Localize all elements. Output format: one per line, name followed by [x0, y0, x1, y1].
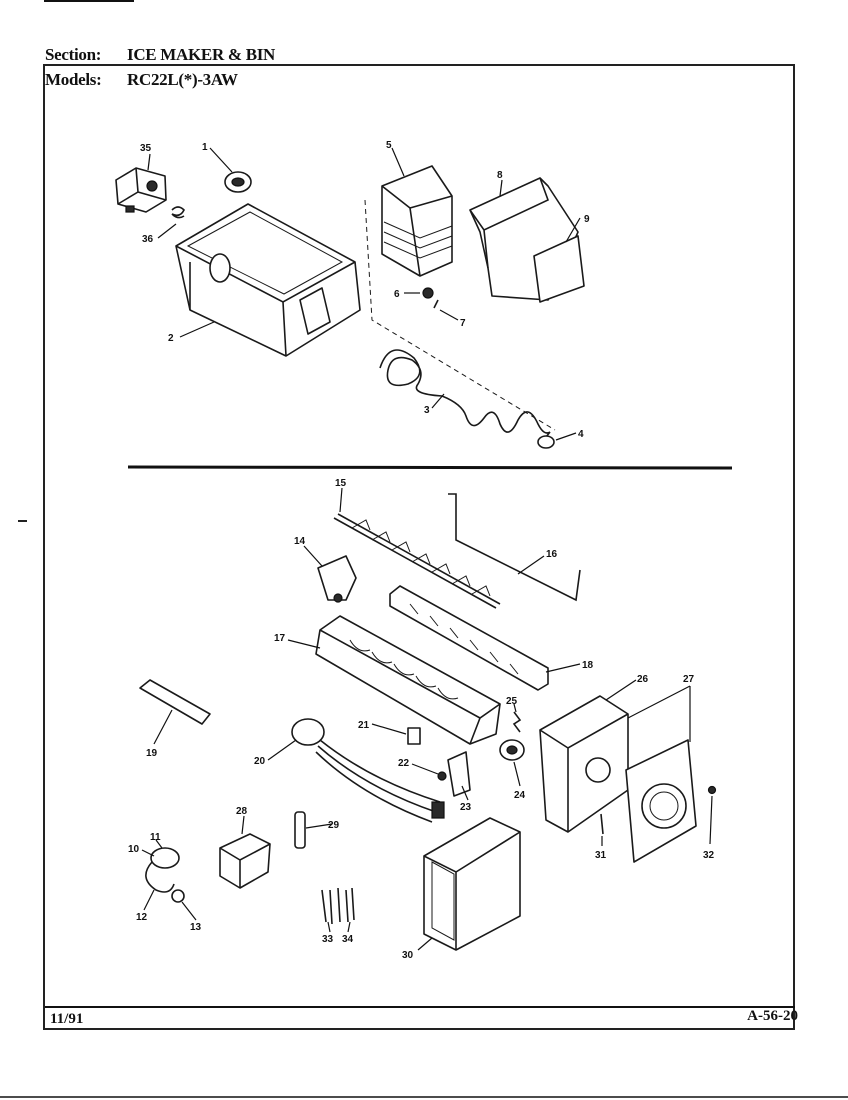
- callout-leaders: [141, 147, 713, 951]
- callout-13: 13: [190, 922, 202, 933]
- callout-1: 1: [202, 142, 208, 153]
- section-divider: [127, 465, 733, 470]
- callout-29: 29: [328, 820, 340, 831]
- part-9-door-flap: [533, 235, 585, 303]
- part-6-grommet: [422, 287, 434, 299]
- part-25-spring: [512, 711, 522, 733]
- part-26-control-housing: [539, 695, 629, 833]
- callout-4: 4: [578, 429, 584, 440]
- part-11-thermostat: [145, 847, 180, 893]
- models-label: Models:: [45, 70, 102, 89]
- callout-34: 34: [342, 934, 354, 945]
- part-5-ice-chute: [381, 165, 453, 277]
- callout-27: 27: [683, 674, 695, 685]
- callout-26: 26: [637, 674, 649, 685]
- callout-labels: 35 1 36 2 5 8 9 6 7 3 4 15 16 14 17 18 1…: [128, 140, 715, 961]
- callout-36: 36: [142, 234, 154, 245]
- callout-14: 14: [294, 536, 306, 547]
- models-value: RC22L(*)-3AW: [127, 70, 238, 89]
- part-1-drive-coupling: [224, 171, 252, 193]
- callout-35: 35: [140, 143, 152, 154]
- callout-32: 32: [703, 850, 715, 861]
- part-35-auger-motor: [115, 167, 167, 213]
- part-33-screws: [321, 887, 341, 925]
- part-13-terminal: [171, 889, 185, 903]
- callout-20: 20: [254, 756, 266, 767]
- callout-30: 30: [402, 950, 414, 961]
- callout-25: 25: [506, 696, 518, 707]
- callout-23: 23: [460, 802, 472, 813]
- part-20-wire-harness: [291, 718, 445, 823]
- part-31-screw: [600, 813, 604, 835]
- models-header: Models: RC22L(*)-3AW: [45, 70, 238, 90]
- part-23-mount-bracket: [447, 751, 471, 797]
- chute-guide-line: [364, 199, 556, 431]
- part-4-heater-connector: [537, 435, 555, 449]
- callout-16: 16: [546, 549, 558, 560]
- part-27-cover-plate: [625, 739, 697, 863]
- part-34-screws: [345, 887, 355, 923]
- part-29-fuse: [294, 811, 306, 849]
- callout-3: 3: [424, 405, 430, 416]
- callout-31: 31: [595, 850, 607, 861]
- callout-2: 2: [168, 333, 174, 344]
- section-header: Section: ICE MAKER & BIN: [45, 45, 275, 65]
- callout-22: 22: [398, 758, 410, 769]
- callout-10: 10: [128, 844, 140, 855]
- callout-9: 9: [584, 214, 590, 225]
- part-18-stripper: [389, 585, 549, 691]
- callout-15: 15: [335, 478, 347, 489]
- part-2-ice-bin: [175, 203, 361, 357]
- callout-33: 33: [322, 934, 334, 945]
- part-32-screw: [707, 785, 717, 795]
- top-rule: [44, 0, 134, 2]
- callout-17: 17: [274, 633, 286, 644]
- part-3-heater-wire: [379, 349, 551, 443]
- part-7-screw: [433, 299, 439, 309]
- part-28-water-valve: [219, 833, 271, 889]
- callout-5: 5: [386, 140, 392, 151]
- section-title: ICE MAKER & BIN: [127, 45, 276, 64]
- part-15-ejector: [333, 513, 501, 609]
- part-16-shutoff-arm: [448, 493, 581, 602]
- part-17-ice-mold: [315, 615, 501, 745]
- part-22-screw: [437, 771, 447, 781]
- section-label: Section:: [45, 45, 102, 64]
- part-36-clip: [171, 206, 185, 219]
- footer-page-code: A-56-20: [747, 1008, 798, 1024]
- part-21-insulator: [407, 727, 421, 745]
- margin-dash: [18, 520, 27, 522]
- callout-6: 6: [394, 289, 400, 300]
- callout-21: 21: [358, 720, 370, 731]
- callout-19: 19: [146, 748, 158, 759]
- diagram-frame: [43, 64, 795, 1030]
- callout-8: 8: [497, 170, 503, 181]
- part-14-thermostat-bracket: [317, 555, 357, 603]
- callout-18: 18: [582, 660, 594, 671]
- part-19-fill-tube: [139, 679, 211, 725]
- part-24-cam-gear: [499, 739, 525, 761]
- callout-11: 11: [150, 832, 161, 843]
- callout-24: 24: [514, 790, 526, 801]
- footer-date: 11/91: [50, 1011, 84, 1027]
- part-30-cover-box: [423, 817, 521, 951]
- callout-7: 7: [460, 318, 466, 329]
- callout-12: 12: [136, 912, 148, 923]
- callout-28: 28: [236, 806, 248, 817]
